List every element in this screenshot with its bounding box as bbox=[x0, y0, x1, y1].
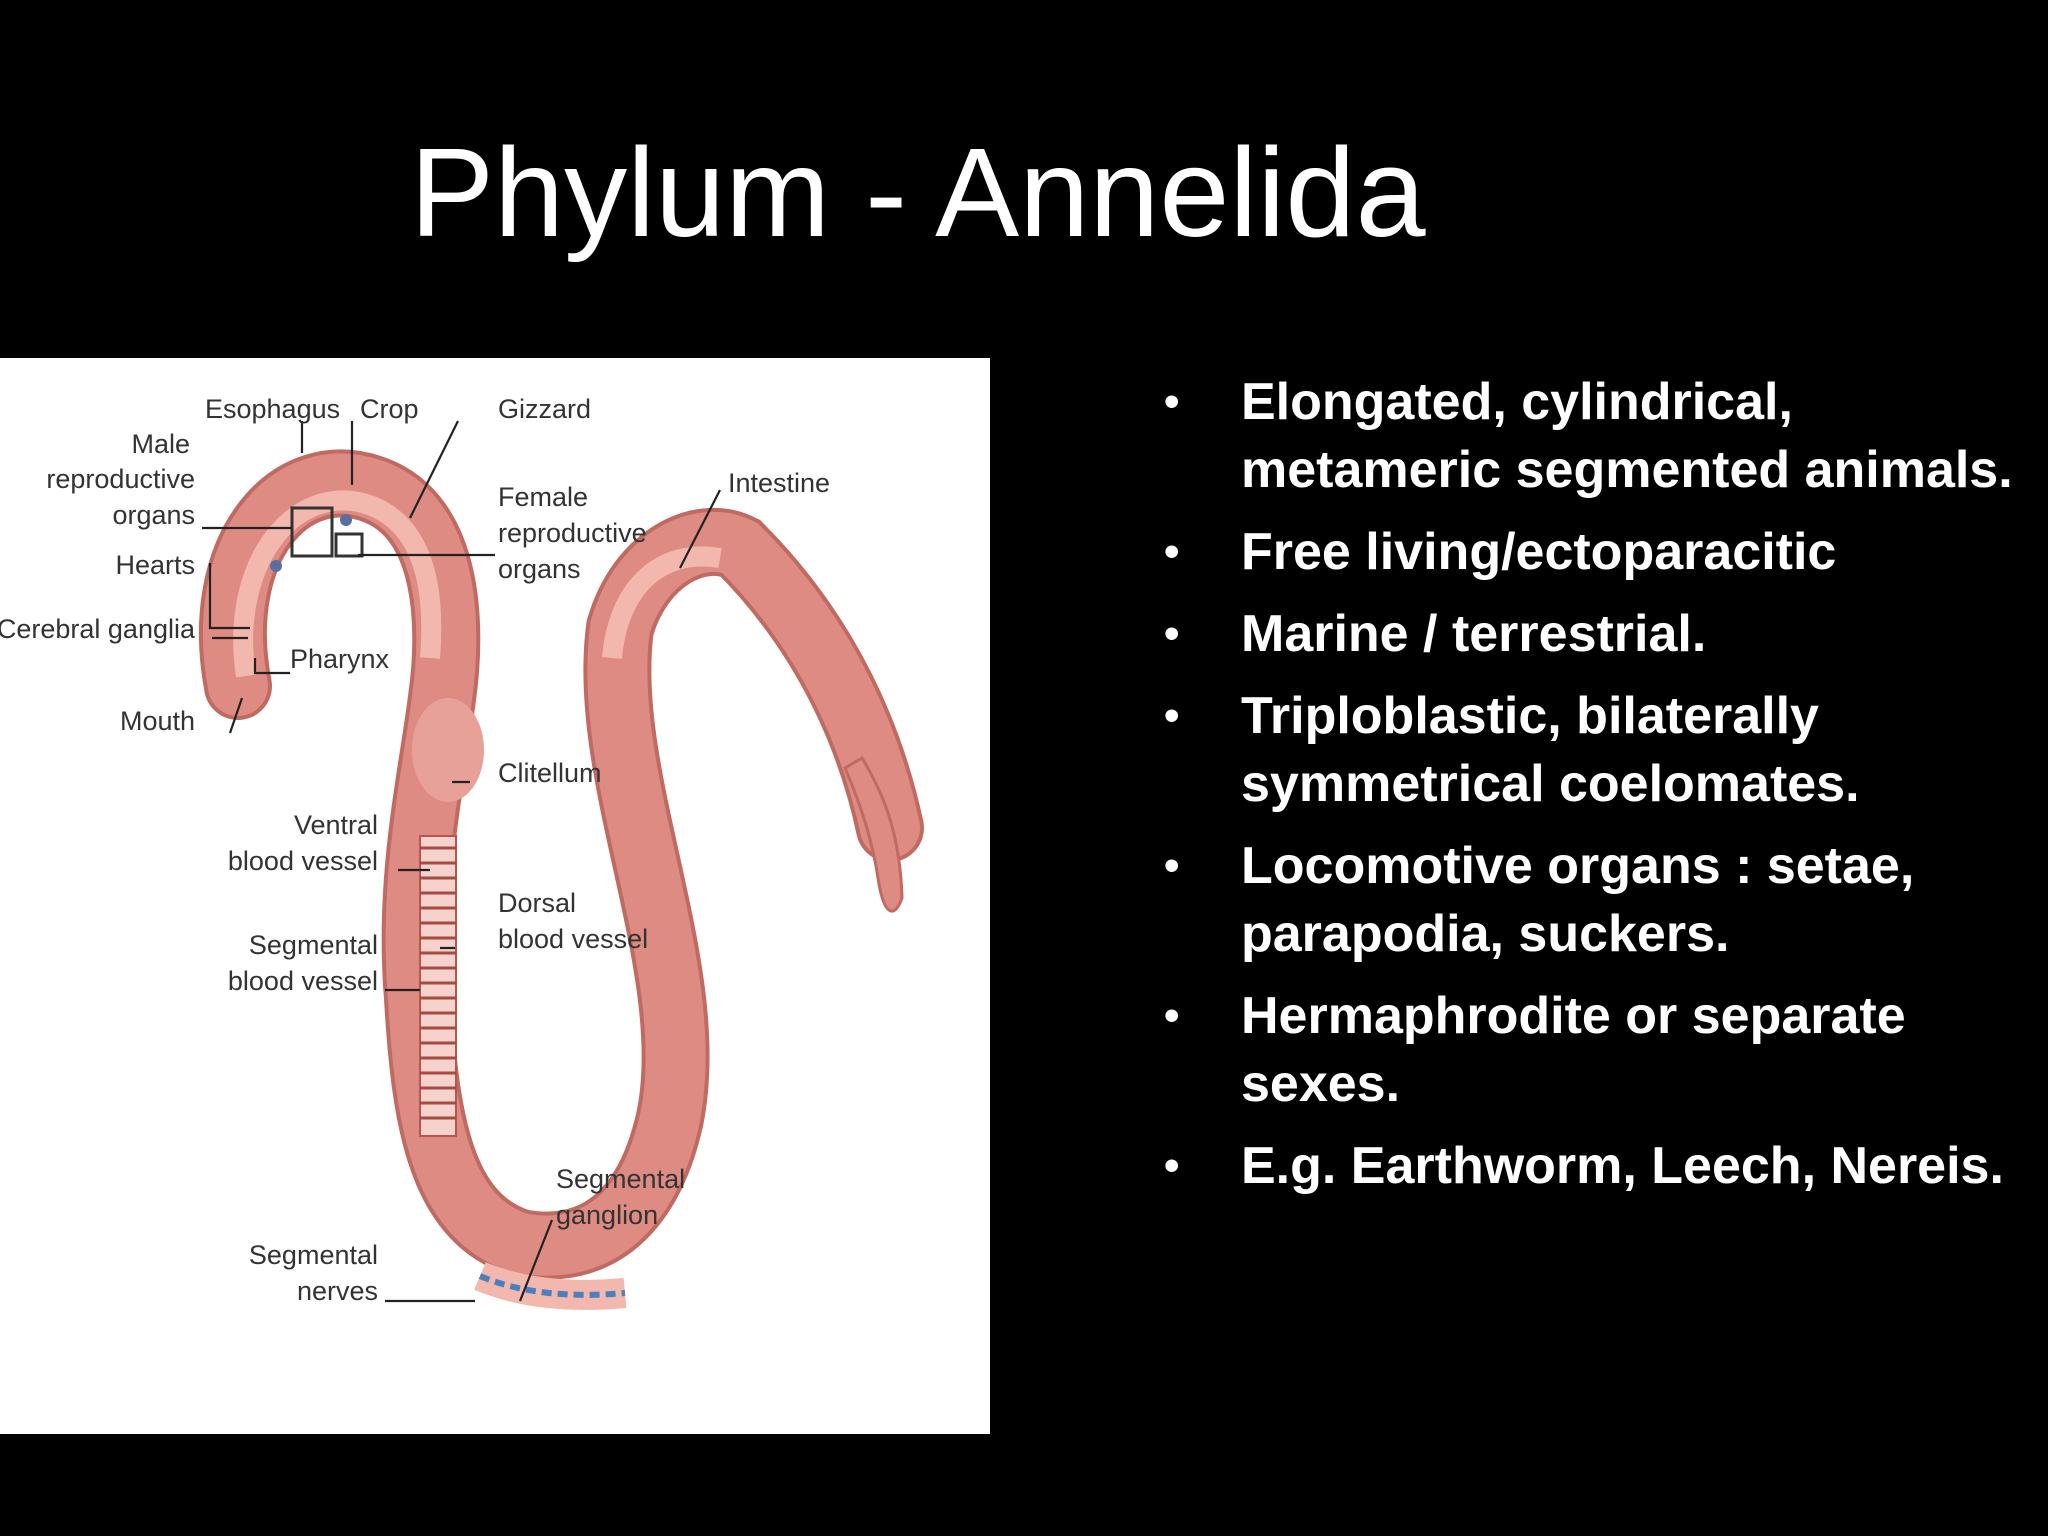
label-gizzard: Gizzard bbox=[498, 394, 591, 424]
bullet-dot: • bbox=[1164, 377, 1180, 426]
label-segmental-nerves-1: Segmental bbox=[249, 1240, 378, 1270]
bullet-list: • Elongated, cylindrical, metameric segme… bbox=[1164, 368, 2024, 1214]
bullet-dot: • bbox=[1164, 609, 1180, 658]
bullet-dot: • bbox=[1164, 991, 1180, 1040]
bullet-dot: • bbox=[1164, 1141, 1180, 1190]
label-female-reproductive-1: Female bbox=[498, 482, 588, 512]
bullet-text: E.g. Earthworm, Leech, Nereis. bbox=[1241, 1137, 2004, 1195]
label-segmental-ganglion-1: Segmental bbox=[556, 1164, 685, 1194]
label-female-reproductive-2: reproductive bbox=[498, 518, 647, 548]
label-male-reproductive-3: organs bbox=[112, 500, 195, 530]
worm-body bbox=[203, 453, 920, 1276]
bullet-text: Free living/ectoparacitic bbox=[1241, 523, 1837, 581]
female-organs-box bbox=[334, 532, 364, 558]
label-segmental-bv-2: blood vessel bbox=[228, 966, 378, 996]
label-female-reproductive-3: organs bbox=[498, 554, 581, 584]
bullet-item: • Locomotive organs : setae, parapodia, s… bbox=[1164, 832, 2024, 968]
bullet-text: Hermaphrodite or separate sexes. bbox=[1241, 987, 1906, 1113]
label-crop: Crop bbox=[360, 394, 419, 424]
earthworm-diagram: Esophagus Crop Gizzard Male reproductive… bbox=[0, 358, 990, 1434]
label-segmental-bv-1: Segmental bbox=[249, 930, 378, 960]
label-ventral-1: Ventral bbox=[294, 810, 378, 840]
label-male-reproductive-1: Male bbox=[131, 429, 190, 459]
label-esophagus: Esophagus bbox=[205, 394, 340, 424]
bullet-text: Locomotive organs : setae, parapodia, su… bbox=[1241, 837, 1915, 963]
label-cerebral-ganglia: Cerebral ganglia bbox=[0, 614, 196, 644]
crop-mark bbox=[340, 514, 352, 526]
bullet-item: • Marine / terrestrial. bbox=[1164, 600, 2024, 668]
bullet-item: • Elongated, cylindrical, metameric segme… bbox=[1164, 368, 2024, 504]
label-pharynx: Pharynx bbox=[290, 644, 390, 674]
nerve-cord bbox=[474, 1262, 627, 1310]
bullet-text: Marine / terrestrial. bbox=[1241, 605, 1707, 663]
bullet-dot: • bbox=[1164, 691, 1180, 740]
bullet-text: Triploblastic, bilaterally symmetrical c… bbox=[1241, 687, 1860, 813]
label-intestine: Intestine bbox=[728, 468, 830, 498]
label-hearts: Hearts bbox=[115, 550, 195, 580]
bullet-dot: • bbox=[1164, 527, 1180, 576]
bullet-item: • E.g. Earthworm, Leech, Nereis. bbox=[1164, 1132, 2024, 1200]
earthworm-illustration: Esophagus Crop Gizzard Male reproductive… bbox=[0, 394, 924, 1310]
label-segmental-ganglion-2: ganglion bbox=[556, 1200, 658, 1230]
hearts-mark bbox=[270, 560, 282, 572]
bullet-item: • Triploblastic, bilaterally symmetrical … bbox=[1164, 682, 2024, 818]
intestine-cutaway bbox=[602, 546, 722, 660]
blood-vessel-segments bbox=[419, 835, 457, 1137]
worm-tail bbox=[843, 755, 904, 913]
bullet-text: Elongated, cylindrical, metameric segmen… bbox=[1241, 373, 2013, 499]
bullet-dot: • bbox=[1164, 841, 1180, 890]
esophagus-box bbox=[290, 506, 334, 558]
slide-title: Phylum - Annelida bbox=[410, 122, 1426, 263]
bullet-item: • Free living/ectoparacitic bbox=[1164, 518, 2024, 586]
bullet-item: • Hermaphrodite or separate sexes. bbox=[1164, 982, 2024, 1118]
label-ventral-2: blood vessel bbox=[228, 846, 378, 876]
label-dorsal-1: Dorsal bbox=[498, 888, 576, 918]
label-segmental-nerves-2: nerves bbox=[297, 1276, 378, 1306]
clitellum-band bbox=[412, 698, 484, 802]
label-male-reproductive-2: reproductive bbox=[46, 464, 195, 494]
anterior-cutaway bbox=[233, 490, 442, 678]
label-dorsal-2: blood vessel bbox=[498, 924, 648, 954]
label-mouth: Mouth bbox=[120, 706, 195, 736]
label-clitellum: Clitellum bbox=[498, 758, 602, 788]
